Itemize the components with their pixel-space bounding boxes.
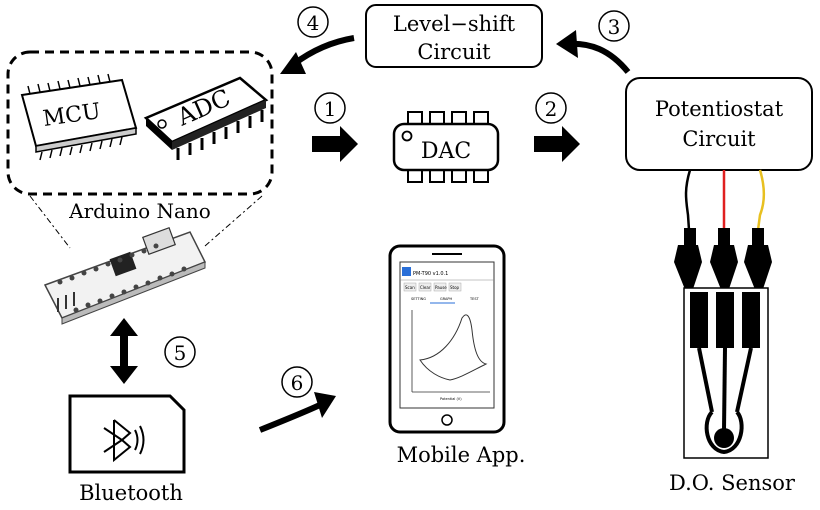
app-tab-2[interactable] <box>433 282 447 292</box>
arrow-2 <box>534 126 580 162</box>
app-tab-1[interactable] <box>418 282 432 292</box>
level-shift-box <box>365 4 543 68</box>
arrow-5 <box>110 318 138 384</box>
step-5-marker: 5 <box>164 336 196 368</box>
arduino-nano-board <box>43 226 207 325</box>
step-3-marker: 3 <box>598 10 630 42</box>
sensor-label: D.O. Sensor <box>669 471 796 495</box>
adc-chip: ADC <box>143 76 269 160</box>
do-sensor <box>683 287 769 459</box>
bluetooth-icon <box>103 419 132 463</box>
step-4-number: 4 <box>307 11 320 35</box>
lead-black <box>684 169 692 246</box>
lead-yellow <box>754 169 765 246</box>
app-tab-1-label: Clear <box>420 285 431 290</box>
arduino-group-box <box>6 50 274 196</box>
arduino-label: Arduino Nano <box>68 199 211 223</box>
mobile-app-label: Mobile App. <box>397 443 526 467</box>
arrow-6 <box>258 401 324 433</box>
step-5-number: 5 <box>174 341 187 365</box>
step-6-number: 6 <box>291 371 304 395</box>
app-xlabel: Potential (V) <box>440 397 462 401</box>
level-shift-label-1: Level−shift <box>393 12 516 36</box>
level-shift-label-2: Circuit <box>417 40 491 64</box>
app-subtab-0[interactable]: SETTING <box>411 297 426 301</box>
app-title: PM-T90 v1.0.1 <box>413 271 448 277</box>
potentiostat-label-2: Circuit <box>682 127 756 151</box>
bluetooth-module <box>68 394 186 474</box>
step-4-marker: 4 <box>297 6 329 38</box>
alligator-clips <box>674 228 772 292</box>
dac-label: DAC <box>421 139 471 164</box>
potentiostat-label-1: Potentiostat <box>655 97 784 121</box>
potentiostat-box <box>625 77 813 171</box>
app-subtab-2[interactable]: TEST <box>469 297 480 301</box>
arrow-4 <box>292 35 355 67</box>
app-tab-0[interactable] <box>403 282 417 292</box>
cv-curve <box>419 314 488 381</box>
dac-chip: DAC <box>392 111 500 183</box>
step-6-marker: 6 <box>281 366 313 398</box>
app-tab-0-label: Scan <box>405 285 415 290</box>
mcu-chip: MCU <box>20 73 138 161</box>
smartphone: PM-T90 v1.0.1 Scan Clear Pause Stop SETT… <box>388 244 506 434</box>
bluetooth-label: Bluetooth <box>79 481 183 505</box>
step-1-marker: 1 <box>314 92 346 124</box>
step-3-number: 3 <box>608 15 621 39</box>
app-tab-3[interactable] <box>448 282 462 292</box>
step-2-marker: 2 <box>535 92 567 124</box>
app-tab-3-label: Stop <box>450 285 460 290</box>
step-2-number: 2 <box>545 97 558 121</box>
app-icon <box>402 267 411 276</box>
app-subtab-1[interactable]: GRAPH <box>440 297 453 301</box>
arrow-1 <box>312 126 358 162</box>
step-1-number: 1 <box>324 97 337 121</box>
app-tab-2-label: Pause <box>435 285 447 290</box>
